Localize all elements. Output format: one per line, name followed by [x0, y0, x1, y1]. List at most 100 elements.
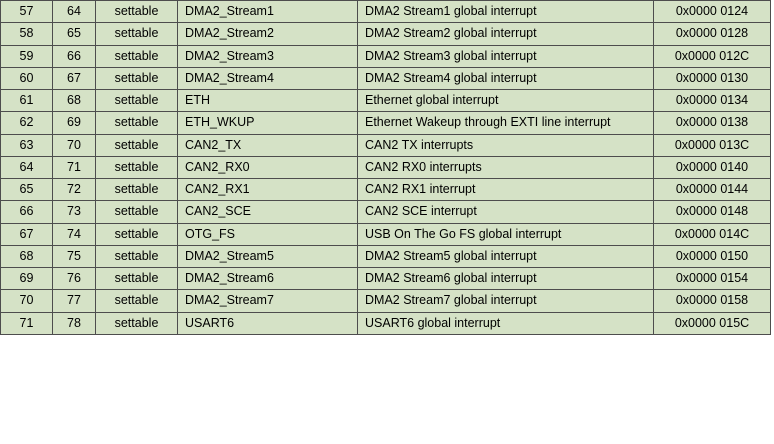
cell-priority: 75	[52, 244, 96, 269]
cell-priority: 71	[52, 155, 96, 180]
cell-description: CAN2 SCE interrupt	[357, 200, 654, 224]
cell-priority: 77	[52, 289, 96, 313]
cell-acronym: USART6	[177, 311, 358, 335]
cell-type: settable	[95, 111, 178, 135]
cell-position: 64	[0, 155, 53, 180]
cell-description: DMA2 Stream1 global interrupt	[357, 0, 654, 24]
cell-position: 57	[0, 0, 53, 24]
cell-type: settable	[95, 66, 178, 91]
cell-address: 0x0000 0144	[653, 177, 771, 202]
cell-position: 68	[0, 244, 53, 269]
cell-description: CAN2 RX0 interrupts	[357, 155, 654, 180]
cell-address: 0x0000 0150	[653, 244, 771, 269]
cell-acronym: DMA2_Stream6	[177, 266, 358, 291]
cell-acronym: DMA2_Stream4	[177, 66, 358, 91]
cell-description: DMA2 Stream6 global interrupt	[357, 266, 654, 291]
cell-type: settable	[95, 311, 178, 335]
cell-description: DMA2 Stream3 global interrupt	[357, 44, 654, 68]
cell-type: settable	[95, 155, 178, 180]
cell-address: 0x0000 0138	[653, 111, 771, 135]
cell-address: 0x0000 0128	[653, 22, 771, 46]
cell-description: USART6 global interrupt	[357, 311, 654, 335]
cell-description: Ethernet global interrupt	[357, 88, 654, 113]
cell-type: settable	[95, 289, 178, 313]
cell-address: 0x0000 012C	[653, 44, 771, 68]
cell-type: settable	[95, 244, 178, 269]
cell-type: settable	[95, 177, 178, 202]
cell-address: 0x0000 013C	[653, 133, 771, 157]
cell-address: 0x0000 014C	[653, 222, 771, 246]
cell-priority: 67	[52, 66, 96, 91]
cell-priority: 72	[52, 177, 96, 202]
cell-priority: 78	[52, 311, 96, 335]
cell-description: DMA2 Stream2 global interrupt	[357, 22, 654, 46]
cell-description: USB On The Go FS global interrupt	[357, 222, 654, 246]
cell-type: settable	[95, 88, 178, 113]
cell-address: 0x0000 0158	[653, 289, 771, 313]
cell-position: 60	[0, 66, 53, 91]
cell-type: settable	[95, 0, 178, 24]
cell-address: 0x0000 0134	[653, 88, 771, 113]
cell-acronym: DMA2_Stream2	[177, 22, 358, 46]
cell-address: 0x0000 0124	[653, 0, 771, 24]
cell-position: 67	[0, 222, 53, 246]
cell-acronym: DMA2_Stream5	[177, 244, 358, 269]
cell-type: settable	[95, 266, 178, 291]
cell-address: 0x0000 0130	[653, 66, 771, 91]
cell-acronym: CAN2_RX0	[177, 155, 358, 180]
cell-priority: 66	[52, 44, 96, 68]
cell-acronym: ETH	[177, 88, 358, 113]
cell-priority: 76	[52, 266, 96, 291]
cell-acronym: OTG_FS	[177, 222, 358, 246]
cell-position: 62	[0, 111, 53, 135]
cell-position: 61	[0, 88, 53, 113]
cell-acronym: DMA2_Stream3	[177, 44, 358, 68]
cell-position: 70	[0, 289, 53, 313]
cell-priority: 74	[52, 222, 96, 246]
cell-position: 58	[0, 22, 53, 46]
cell-address: 0x0000 0148	[653, 200, 771, 224]
cell-acronym: CAN2_SCE	[177, 200, 358, 224]
cell-description: Ethernet Wakeup through EXTI line interr…	[357, 111, 654, 135]
cell-position: 71	[0, 311, 53, 335]
cell-acronym: DMA2_Stream7	[177, 289, 358, 313]
cell-acronym: ETH_WKUP	[177, 111, 358, 135]
cell-priority: 64	[52, 0, 96, 24]
cell-type: settable	[95, 133, 178, 157]
cell-type: settable	[95, 44, 178, 68]
cell-position: 66	[0, 200, 53, 224]
cell-priority: 70	[52, 133, 96, 157]
cell-address: 0x0000 015C	[653, 311, 771, 335]
cell-acronym: DMA2_Stream1	[177, 0, 358, 24]
cell-position: 65	[0, 177, 53, 202]
cell-address: 0x0000 0154	[653, 266, 771, 291]
cell-type: settable	[95, 22, 178, 46]
cell-type: settable	[95, 222, 178, 246]
cell-acronym: CAN2_TX	[177, 133, 358, 157]
cell-type: settable	[95, 200, 178, 224]
cell-priority: 65	[52, 22, 96, 46]
cell-priority: 73	[52, 200, 96, 224]
cell-position: 59	[0, 44, 53, 68]
cell-position: 63	[0, 133, 53, 157]
cell-priority: 68	[52, 88, 96, 113]
cell-description: DMA2 Stream4 global interrupt	[357, 66, 654, 91]
cell-description: CAN2 TX interrupts	[357, 133, 654, 157]
cell-description: DMA2 Stream7 global interrupt	[357, 289, 654, 313]
cell-priority: 69	[52, 111, 96, 135]
cell-description: CAN2 RX1 interrupt	[357, 177, 654, 202]
cell-address: 0x0000 0140	[653, 155, 771, 180]
